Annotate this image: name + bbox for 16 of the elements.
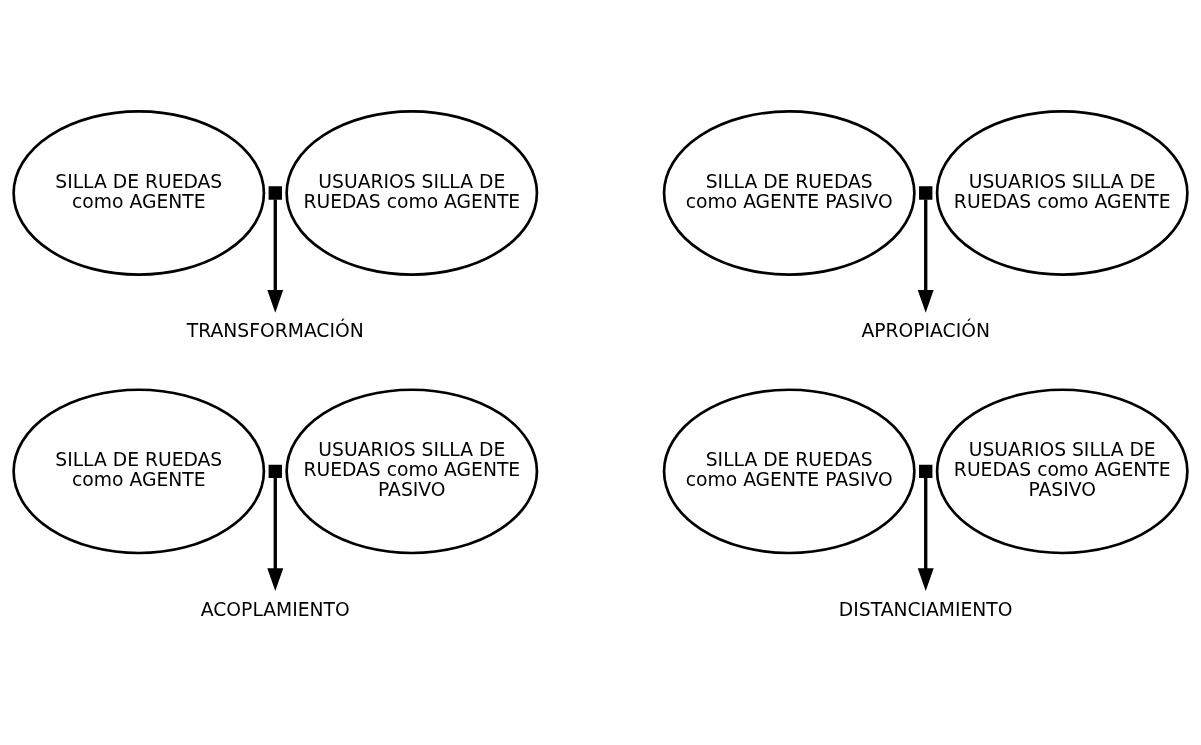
node-ellipse: SILLA DE RUEDAS como AGENTE PASIVO [662,387,916,554]
node-box [919,464,933,478]
node-ellipse: SILLA DE RUEDAS como AGENTE PASIVO [662,109,916,276]
node-ellipse: USUARIOS SILLA DE RUEDAS como AGENTE PASIVO [285,387,539,554]
node-text: TRANSFORMACIÓN [186,319,364,341]
node-ellipse: USUARIOS SILLA DE RUEDAS como AGENTE [935,109,1189,276]
node-ellipse: SILLA DE RUEDAS como AGENTE [12,109,266,276]
node-ellipse: USUARIOS SILLA DE RUEDAS como AGENTE PASIVO [935,387,1189,554]
node-box [268,185,282,200]
node-text: APROPIACIÓN [861,319,990,341]
node-ellipse: SILLA DE RUEDAS como AGENTE [12,387,266,554]
node-ellipse: USUARIOS SILLA DE RUEDAS como AGENTE [285,109,539,276]
node-text: DISTANCIAMIENTO [838,598,1013,620]
node-text: ACOPLAMIENTO [200,598,350,620]
node-box [919,185,933,200]
node-box [268,464,282,478]
